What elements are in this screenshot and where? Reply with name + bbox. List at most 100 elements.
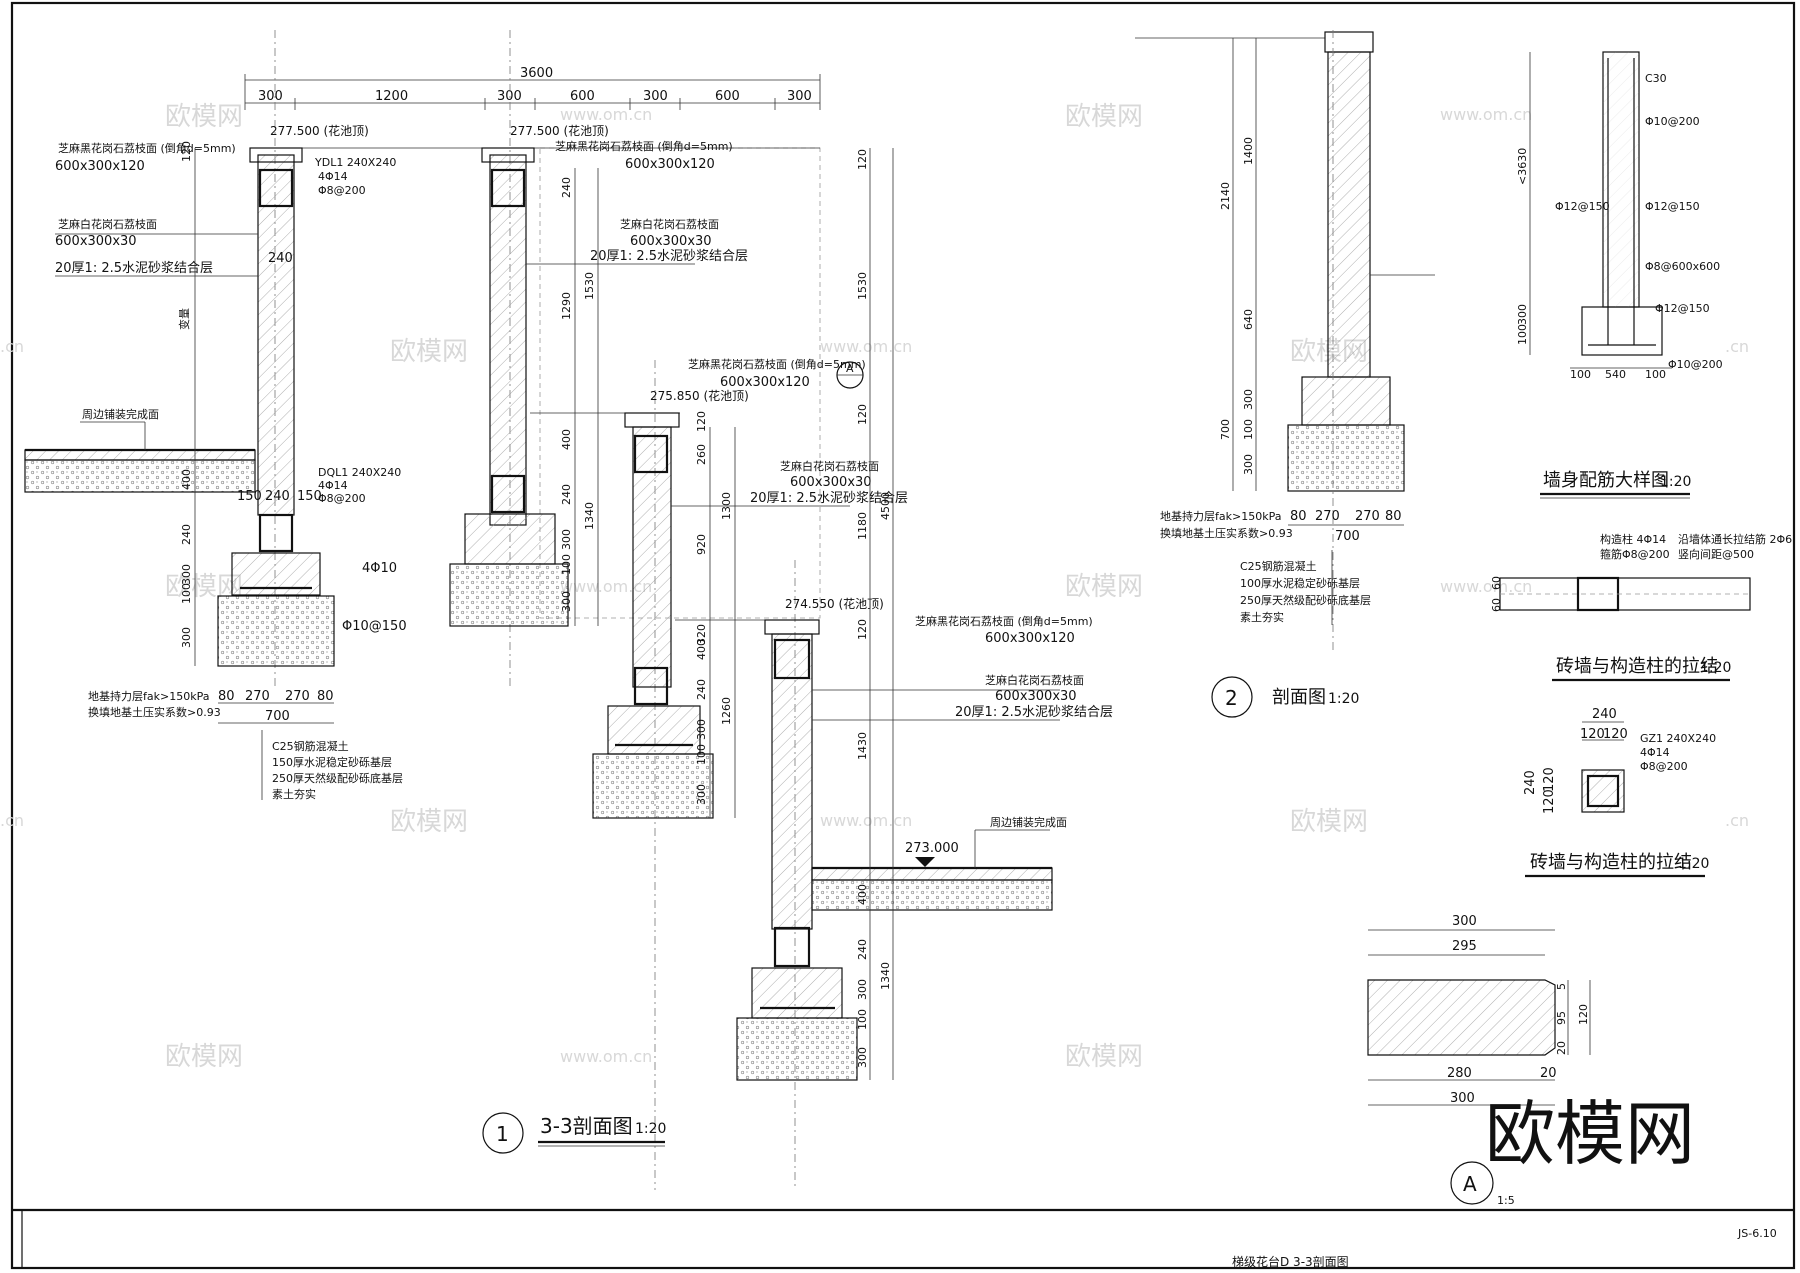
svg-text:Φ8@200: Φ8@200 [318, 492, 366, 505]
svg-text:400: 400 [180, 469, 193, 490]
svg-text:1430: 1430 [856, 732, 869, 760]
svg-text:1: 1 [496, 1122, 509, 1146]
svg-text:240: 240 [695, 679, 708, 700]
svg-text:欧模网: 欧模网 [1065, 1042, 1143, 1072]
watermarks: 欧模网 www.om.cn 欧模网 www.om.cn 欧模网 www.om.c… [0, 102, 1749, 1072]
svg-text:300: 300 [258, 89, 283, 104]
svg-text:芝麻白花岗石荔枝面: 芝麻白花岗石荔枝面 [985, 673, 1084, 687]
svg-text:1400: 1400 [1242, 137, 1255, 165]
svg-text:150厚水泥稳定砂砾基层: 150厚水泥稳定砂砾基层 [272, 755, 392, 769]
svg-text:20厚1: 2.5水泥砂浆结合层: 20厚1: 2.5水泥砂浆结合层 [955, 705, 1113, 720]
svg-text:箍筋Φ8@200: 箍筋Φ8@200 [1600, 547, 1670, 561]
svg-text:芝麻白花岗石荔枝面: 芝麻白花岗石荔枝面 [58, 217, 157, 231]
svg-text:120: 120 [695, 411, 708, 432]
svg-text:1:20: 1:20 [1328, 691, 1359, 707]
svg-text:540: 540 [1605, 368, 1626, 381]
svg-text:1:20: 1:20 [1660, 474, 1691, 490]
svg-text:100: 100 [695, 744, 708, 765]
svg-text:周边铺装完成面: 周边铺装完成面 [82, 407, 159, 421]
svg-text:270: 270 [1355, 509, 1380, 524]
svg-text:120: 120 [856, 619, 869, 640]
svg-text:273.000: 273.000 [905, 841, 959, 856]
svg-text:www.om.cn: www.om.cn [1440, 105, 1532, 124]
svg-text:<3630: <3630 [1516, 148, 1529, 185]
svg-text:www.om.cn: www.om.cn [560, 577, 652, 596]
svg-text:素土夯实: 素土夯实 [1240, 610, 1284, 624]
section-1-index-circle [482, 1112, 524, 1154]
svg-text:250厚天然级配砂砾底基层: 250厚天然级配砂砾底基层 [1240, 593, 1371, 607]
svg-text:240: 240 [560, 177, 573, 198]
svg-text:100: 100 [180, 583, 193, 604]
svg-text:240: 240 [560, 484, 573, 505]
svg-text:20厚1: 2.5水泥砂浆结合层: 20厚1: 2.5水泥砂浆结合层 [55, 261, 213, 276]
svg-text:270: 270 [1315, 509, 1340, 524]
svg-text:270: 270 [245, 689, 270, 704]
svg-text:芝麻黑花岗石荔枝面 (倒角d=5mm): 芝麻黑花岗石荔枝面 (倒角d=5mm) [555, 139, 733, 153]
svg-text:100: 100 [1570, 368, 1591, 381]
svg-text:4Φ14: 4Φ14 [1640, 746, 1670, 759]
svg-text:640: 640 [1242, 309, 1255, 330]
svg-text:95: 95 [1555, 1011, 1568, 1025]
svg-text:150: 150 [297, 489, 322, 504]
svg-text:芝麻黑花岗石荔枝面 (倒角d=5mm): 芝麻黑花岗石荔枝面 (倒角d=5mm) [58, 141, 236, 155]
svg-text:80: 80 [317, 689, 334, 704]
svg-text:275.850 (花池顶): 275.850 (花池顶) [650, 388, 749, 403]
svg-text:80: 80 [218, 689, 235, 704]
svg-text:1340: 1340 [879, 962, 892, 990]
svg-text:构造柱 4Φ14: 构造柱 4Φ14 [1600, 532, 1666, 546]
svg-text:2: 2 [1225, 686, 1238, 710]
svg-text:4Φ14: 4Φ14 [318, 170, 348, 183]
svg-text:280: 280 [1447, 1066, 1472, 1081]
svg-text:换填地基土压实系数>0.93: 换填地基土压实系数>0.93 [1160, 526, 1293, 540]
svg-text:260: 260 [695, 444, 708, 465]
svg-text:1:20: 1:20 [1700, 660, 1731, 676]
svg-text:600x300x120: 600x300x120 [625, 157, 715, 172]
svg-text:2140: 2140 [1219, 182, 1232, 210]
svg-text:600x300x120: 600x300x120 [55, 159, 145, 174]
svg-text:Φ8@600x600: Φ8@600x600 [1645, 260, 1720, 273]
svg-text:600: 600 [570, 89, 595, 104]
svg-text:300: 300 [1242, 389, 1255, 410]
svg-text:www.om.cn: www.om.cn [820, 811, 912, 830]
svg-text:600x300x30: 600x300x30 [790, 475, 872, 490]
svg-text:.cn: .cn [0, 337, 24, 356]
svg-text:芝麻黑花岗石荔枝面 (倒角d=5mm): 芝麻黑花岗石荔枝面 (倒角d=5mm) [688, 357, 866, 371]
svg-text:Φ10@200: Φ10@200 [1668, 358, 1723, 371]
svg-text:400: 400 [560, 429, 573, 450]
svg-text:地基持力层fak>150kPa: 地基持力层fak>150kPa [1160, 509, 1281, 523]
svg-text:Φ12@150: Φ12@150 [1645, 200, 1700, 213]
svg-text:欧模网: 欧模网 [1065, 102, 1143, 132]
svg-text:600x300x30: 600x300x30 [55, 234, 137, 249]
svg-text:300: 300 [856, 1047, 869, 1068]
svg-text:1:20: 1:20 [1678, 856, 1709, 872]
svg-text:400: 400 [856, 884, 869, 905]
svg-text:C25钢筋混凝土: C25钢筋混凝土 [272, 739, 349, 753]
svg-text:320: 320 [695, 624, 708, 645]
svg-text:1340: 1340 [583, 502, 596, 530]
svg-text:920: 920 [695, 534, 708, 555]
brick-tie-1-title: 砖墙与构造柱的拉结 [1556, 656, 1718, 677]
svg-text:A: A [1463, 1172, 1477, 1196]
svg-text:300: 300 [560, 591, 573, 612]
svg-text:1530: 1530 [583, 272, 596, 300]
svg-text:1200: 1200 [375, 89, 408, 104]
svg-text:300: 300 [560, 529, 573, 550]
svg-text:120: 120 [1577, 1004, 1590, 1025]
svg-text:YDL1 240X240: YDL1 240X240 [314, 156, 396, 169]
svg-text:.cn: .cn [1725, 811, 1749, 830]
svg-text:600x300x120: 600x300x120 [985, 631, 1075, 646]
svg-text:5: 5 [1555, 983, 1568, 990]
svg-text:欧模网: 欧模网 [1290, 807, 1368, 837]
svg-text:120: 120 [856, 404, 869, 425]
svg-text:274.550 (花池顶): 274.550 (花池顶) [785, 596, 884, 611]
svg-text:150: 150 [237, 489, 262, 504]
svg-text:Φ10@150: Φ10@150 [342, 619, 407, 634]
brick-tie-detail-2: 240 120 120 240 120 120 GZ1 240X240 4Φ14… [1523, 707, 1716, 878]
sheet-number: JS-6.10 [1737, 1227, 1777, 1240]
svg-text:欧模网: 欧模网 [1065, 572, 1143, 602]
svg-text:120: 120 [1542, 767, 1557, 792]
svg-text:4Φ10: 4Φ10 [362, 561, 397, 576]
svg-text:4500: 4500 [879, 492, 892, 520]
svg-text:周边铺装完成面: 周边铺装完成面 [990, 815, 1067, 829]
svg-text:沿墙体通长拉结筋 2Φ6: 沿墙体通长拉结筋 2Φ6 [1678, 532, 1792, 546]
